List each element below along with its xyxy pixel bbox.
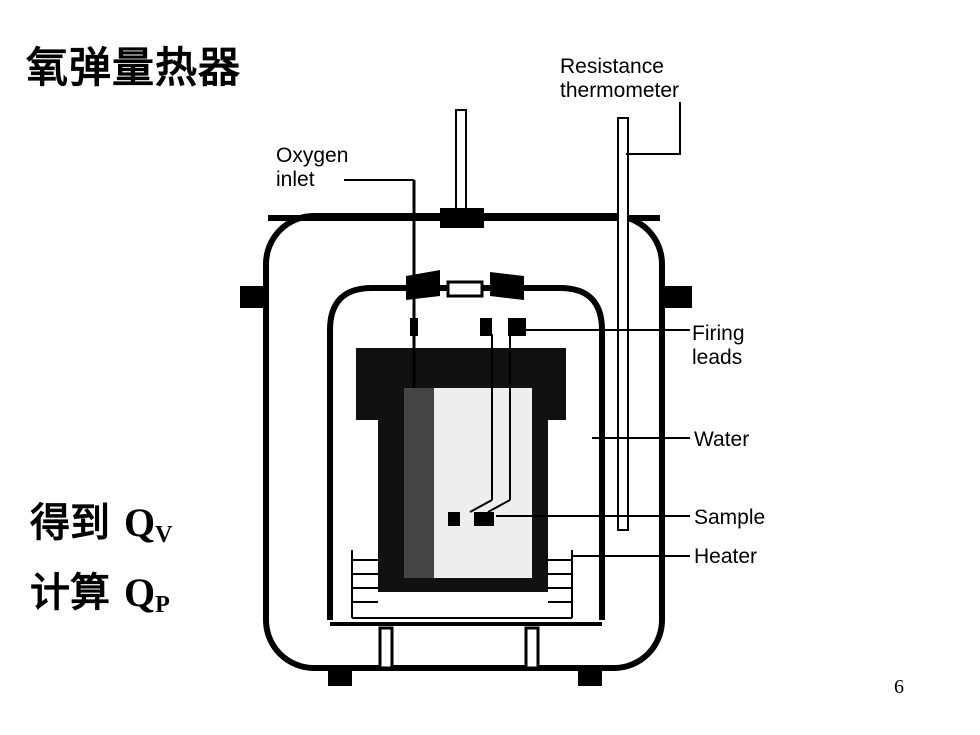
cap-center xyxy=(446,280,484,298)
note-compute-qp: 计算 QP xyxy=(30,560,170,619)
stirrer-collar xyxy=(440,208,484,228)
leg-right xyxy=(524,626,540,670)
bomb-cap xyxy=(406,270,440,300)
page-title: 氧弹量热器 xyxy=(26,43,242,92)
sample-holder xyxy=(474,512,494,526)
foot-left xyxy=(328,668,352,686)
foot-right xyxy=(578,668,602,686)
left-handle xyxy=(240,286,268,308)
note-compute-sub: P xyxy=(155,592,170,618)
note-compute-q: Q xyxy=(123,570,156,615)
bomb-cavity-shade xyxy=(404,388,434,578)
label-leads: leads xyxy=(692,346,742,369)
heater-coil xyxy=(351,550,573,619)
label-thermometer: thermometer xyxy=(560,79,679,102)
thermometer-leader xyxy=(626,102,681,155)
lead-post-right xyxy=(508,318,526,336)
note-obtain-prefix: 得到 xyxy=(30,500,124,546)
note-obtain-q: Q xyxy=(123,500,156,545)
note-compute-prefix: 计算 xyxy=(30,570,124,616)
thermometer-tube xyxy=(617,117,629,531)
right-handle xyxy=(664,286,692,308)
lead-post-left xyxy=(480,318,492,336)
bomb-cavity xyxy=(430,388,532,578)
label-resistance: Resistance xyxy=(560,55,664,78)
label-sample: Sample xyxy=(694,506,765,529)
sample-cup xyxy=(448,512,460,526)
firing-wire-3 xyxy=(469,499,493,513)
note-obtain-qv: 得到 QV xyxy=(30,490,172,549)
page-number: 6 xyxy=(894,676,904,698)
note-obtain-sub: V xyxy=(155,522,173,548)
label-oxygen: Oxygen xyxy=(276,144,348,167)
stirrer-rod xyxy=(455,109,467,221)
bomb-cap-right xyxy=(490,272,524,300)
firing-wire-4 xyxy=(487,499,511,513)
label-inlet: inlet xyxy=(276,168,315,191)
label-heater: Heater xyxy=(694,545,757,568)
leg-left xyxy=(378,626,394,670)
label-water: Water xyxy=(694,428,749,451)
label-firing: Firing xyxy=(692,322,745,345)
